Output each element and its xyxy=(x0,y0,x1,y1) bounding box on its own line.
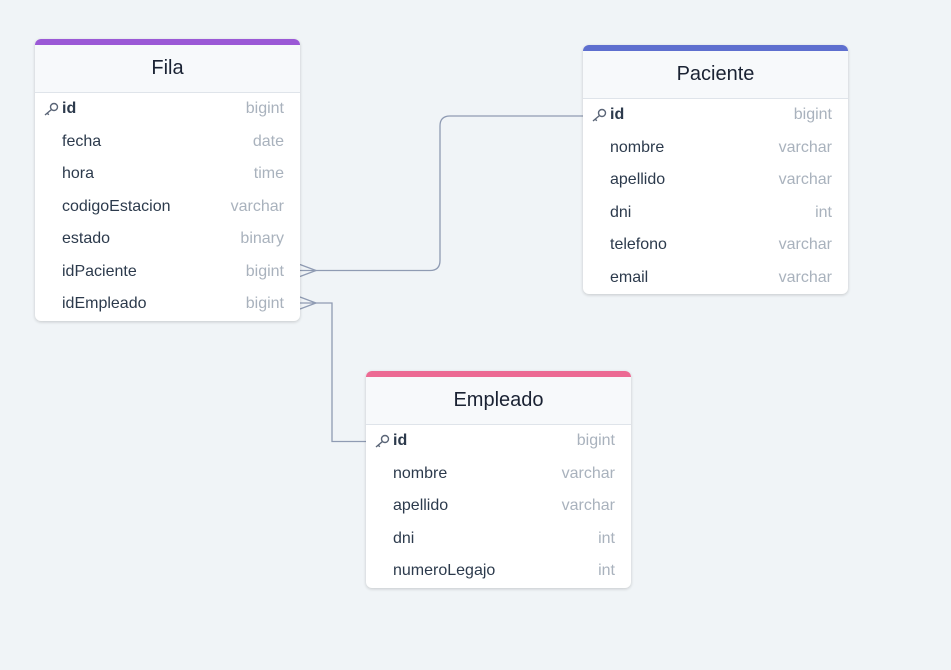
table-row[interactable]: dni int xyxy=(583,197,848,230)
column-type: int xyxy=(598,529,615,547)
crowfoot-idpaciente xyxy=(299,263,318,278)
table-row[interactable]: fecha date xyxy=(35,126,300,159)
table-empleado[interactable]: Empleado id bigint nombre varchar apelli… xyxy=(366,371,631,588)
table-row[interactable]: idPaciente bigint xyxy=(35,256,300,289)
table-row[interactable]: id bigint xyxy=(35,93,300,126)
column-type: bigint xyxy=(245,100,284,118)
key-icon xyxy=(43,102,59,116)
column-type: varchar xyxy=(778,236,832,254)
column-type: int xyxy=(815,203,832,221)
table-row[interactable]: codigoEstacion varchar xyxy=(35,191,300,224)
column-name: estado xyxy=(62,230,111,248)
table-row[interactable]: apellido varchar xyxy=(366,490,631,523)
column-type: binary xyxy=(240,230,284,248)
column-type: varchar xyxy=(230,197,284,215)
relation-fila-empleado[interactable] xyxy=(300,302,366,443)
crowfoot-idempleado xyxy=(299,296,318,310)
column-type: varchar xyxy=(778,268,832,286)
column-name: telefono xyxy=(610,236,667,254)
column-name: id xyxy=(610,106,625,124)
table-fila[interactable]: Fila id bigint fecha date hora time codi… xyxy=(35,39,300,321)
column-type: varchar xyxy=(778,171,832,189)
relation-fila-paciente[interactable] xyxy=(300,115,583,272)
column-name: nombre xyxy=(393,464,448,482)
column-name: dni xyxy=(610,203,632,221)
table-row[interactable]: idEmpleado bigint xyxy=(35,288,300,321)
column-name: id xyxy=(393,432,408,450)
table-title: Fila xyxy=(35,45,300,93)
table-row[interactable]: numeroLegajo int xyxy=(366,555,631,588)
table-color-bar xyxy=(366,371,631,377)
table-row[interactable]: telefono varchar xyxy=(583,229,848,262)
key-icon xyxy=(591,108,607,122)
column-type: int xyxy=(598,562,615,580)
table-row[interactable]: apellido varchar xyxy=(583,164,848,197)
column-name: apellido xyxy=(610,171,666,189)
column-name: idPaciente xyxy=(62,262,137,280)
table-row[interactable]: email varchar xyxy=(583,262,848,295)
column-name: hora xyxy=(62,165,95,183)
column-type: varchar xyxy=(561,464,615,482)
column-type: bigint xyxy=(576,432,615,450)
column-name: apellido xyxy=(393,497,449,515)
table-row[interactable]: id bigint xyxy=(366,425,631,458)
column-type: bigint xyxy=(245,262,284,280)
table-row[interactable]: nombre varchar xyxy=(583,132,848,165)
table-row[interactable]: estado binary xyxy=(35,223,300,256)
column-type: bigint xyxy=(793,106,832,124)
column-name: numeroLegajo xyxy=(393,562,496,580)
column-name: id xyxy=(62,100,77,118)
column-type: time xyxy=(253,165,284,183)
table-row[interactable]: hora time xyxy=(35,158,300,191)
column-name: idEmpleado xyxy=(62,295,147,313)
key-icon xyxy=(374,434,390,448)
column-name: codigoEstacion xyxy=(62,197,171,215)
table-title: Empleado xyxy=(366,377,631,425)
column-name: nombre xyxy=(610,138,665,156)
table-title: Paciente xyxy=(583,51,848,99)
column-type: varchar xyxy=(778,138,832,156)
column-name: dni xyxy=(393,529,415,547)
table-color-bar xyxy=(583,45,848,51)
column-type: bigint xyxy=(245,295,284,313)
column-name: email xyxy=(610,268,649,286)
table-row[interactable]: dni int xyxy=(366,523,631,556)
table-row[interactable]: id bigint xyxy=(583,99,848,132)
table-paciente[interactable]: Paciente id bigint nombre varchar apelli… xyxy=(583,45,848,294)
table-color-bar xyxy=(35,39,300,45)
table-row[interactable]: nombre varchar xyxy=(366,458,631,491)
column-name: fecha xyxy=(62,132,102,150)
column-type: varchar xyxy=(561,497,615,515)
column-type: date xyxy=(252,132,284,150)
